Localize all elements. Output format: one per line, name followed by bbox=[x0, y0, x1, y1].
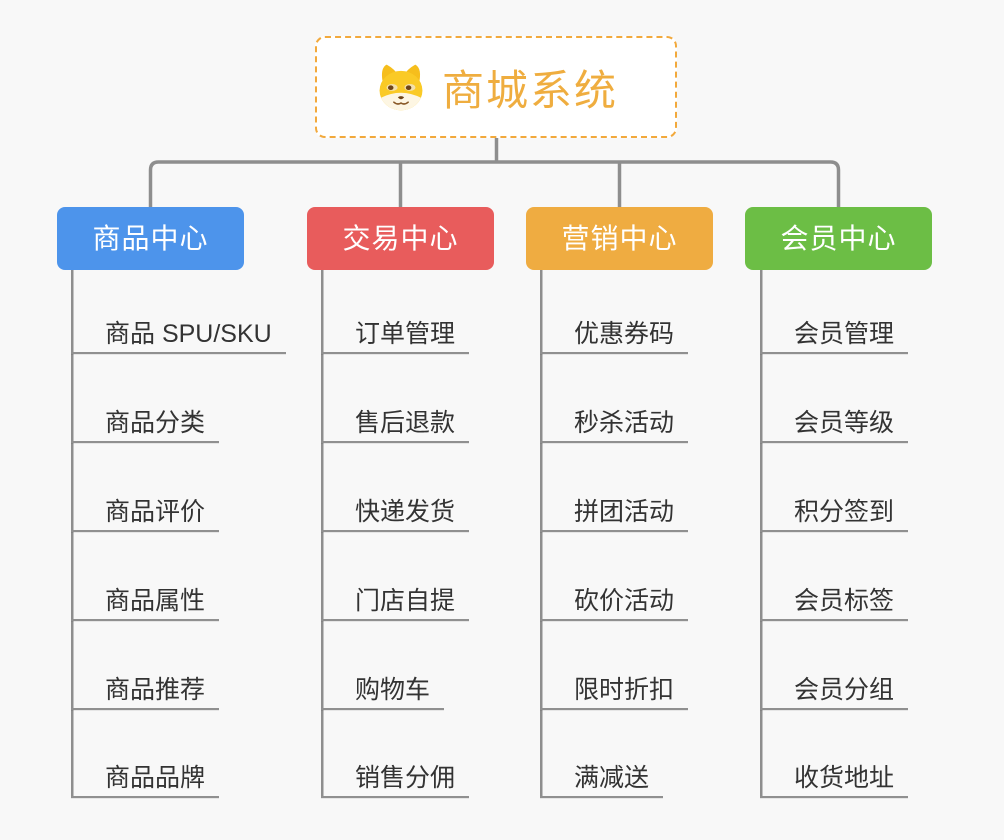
branch-marketing-center[interactable]: 营销中心 bbox=[526, 207, 713, 270]
leaf-node[interactable]: 优惠券码 bbox=[540, 318, 689, 354]
leaf-node[interactable]: 会员分组 bbox=[760, 674, 909, 710]
leaf-node[interactable]: 商品 SPU/SKU bbox=[71, 318, 286, 354]
leaf-node[interactable]: 满减送 bbox=[540, 762, 664, 798]
leaf-node[interactable]: 售后退款 bbox=[321, 407, 470, 443]
leaf-node[interactable]: 商品推荐 bbox=[71, 674, 220, 710]
root-title: 商城系统 bbox=[441, 66, 618, 114]
root-node[interactable]: 商城系统 bbox=[315, 36, 677, 138]
leaf-node[interactable]: 砍价活动 bbox=[540, 585, 689, 621]
branch-trade-center[interactable]: 交易中心 bbox=[307, 207, 494, 270]
leaf-node[interactable]: 会员标签 bbox=[760, 585, 909, 621]
leaf-node[interactable]: 秒杀活动 bbox=[540, 407, 689, 443]
dog-face-icon bbox=[379, 64, 423, 111]
leaf-node[interactable]: 快递发货 bbox=[321, 496, 470, 532]
leaf-node[interactable]: 商品品牌 bbox=[71, 762, 220, 798]
leaf-node[interactable]: 收货地址 bbox=[760, 762, 909, 798]
leaf-node[interactable]: 商品评价 bbox=[71, 496, 220, 532]
leaf-node[interactable]: 积分签到 bbox=[760, 496, 909, 532]
leaf-node[interactable]: 门店自提 bbox=[321, 585, 470, 621]
leaf-node[interactable]: 会员管理 bbox=[760, 318, 909, 354]
leaf-node[interactable]: 会员等级 bbox=[760, 407, 909, 443]
leaf-node[interactable]: 销售分佣 bbox=[321, 762, 470, 798]
leaf-node[interactable]: 商品属性 bbox=[71, 585, 220, 621]
leaf-node[interactable]: 拼团活动 bbox=[540, 496, 689, 532]
leaf-node[interactable]: 商品分类 bbox=[71, 407, 220, 443]
leaf-node[interactable]: 购物车 bbox=[321, 674, 445, 710]
leaf-node[interactable]: 限时折扣 bbox=[540, 674, 689, 710]
branch-product-center[interactable]: 商品中心 bbox=[57, 207, 244, 270]
branch-member-center[interactable]: 会员中心 bbox=[745, 207, 932, 270]
leaf-node[interactable]: 订单管理 bbox=[321, 318, 470, 354]
